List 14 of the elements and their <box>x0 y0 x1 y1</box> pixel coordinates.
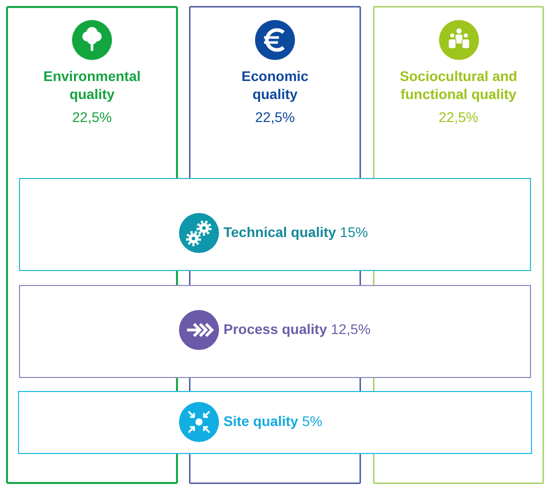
category-label: Technical quality 15% <box>224 224 368 241</box>
category-heading: Environmental quality <box>42 67 142 103</box>
category-heading: Sociocultural and functional quality <box>398 67 518 103</box>
category-band <box>19 285 531 378</box>
category-heading: Economic quality <box>240 67 310 103</box>
category-panel <box>6 6 178 484</box>
percentage-label: 22,5% <box>254 109 296 126</box>
category-band <box>19 178 531 271</box>
category-label: Process quality 12,5% <box>224 321 371 338</box>
category-label: Site quality 5% <box>224 413 322 430</box>
category-band <box>18 391 532 454</box>
percentage-label: 22,5% <box>438 109 480 126</box>
percentage-label: 22,5% <box>71 109 113 126</box>
category-panel <box>373 6 544 484</box>
